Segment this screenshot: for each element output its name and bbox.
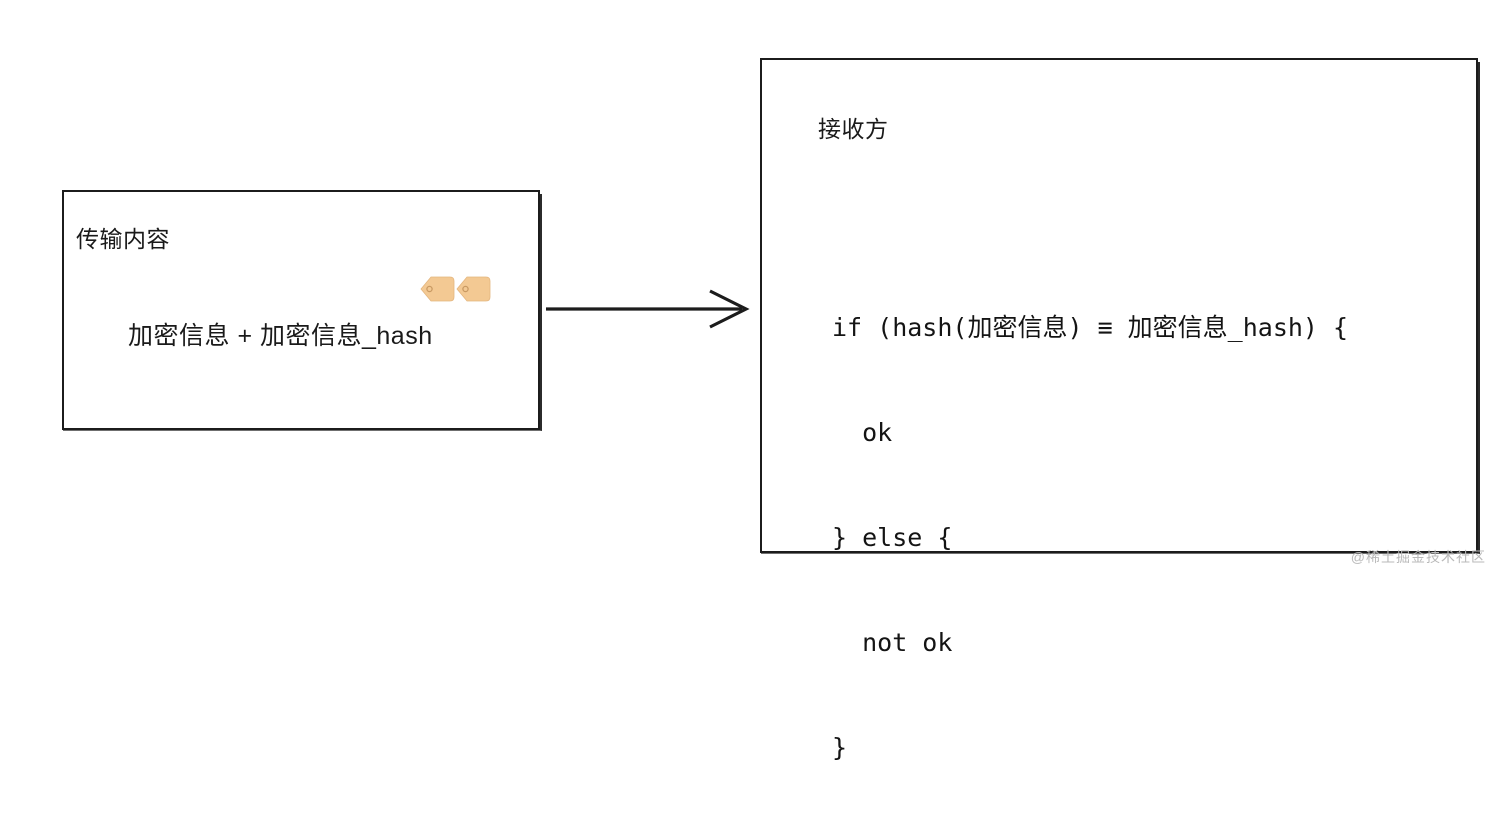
transmission-payload-text: 加密信息 + 加密信息_hash [128,322,433,350]
code-line-not-ok: not ok [832,628,953,657]
diagram-canvas: 传输内容 加密信息 + 加密信息_hash 接收方 if (hash(加密信息)… [62,58,1486,762]
code-line-close-brace: } [832,733,848,762]
transmission-content-box [62,190,542,431]
transmission-box-title: 传输内容 [76,226,170,252]
receiver-box-title: 接收方 [818,116,889,142]
price-tags-icon [420,276,496,302]
flow-arrow-right-icon [540,286,756,332]
code-line-ok: ok [832,418,893,447]
receiver-box [760,58,1480,554]
watermark-label: @稀土掘金技术社区 [1350,549,1486,565]
receiver-code-block: if (hash(加密信息) ≡ 加密信息_hash) { ok } else … [832,240,1348,835]
code-line-if: if (hash(加密信息) ≡ 加密信息_hash) { [832,313,1349,342]
code-line-else: } else { [832,523,953,552]
